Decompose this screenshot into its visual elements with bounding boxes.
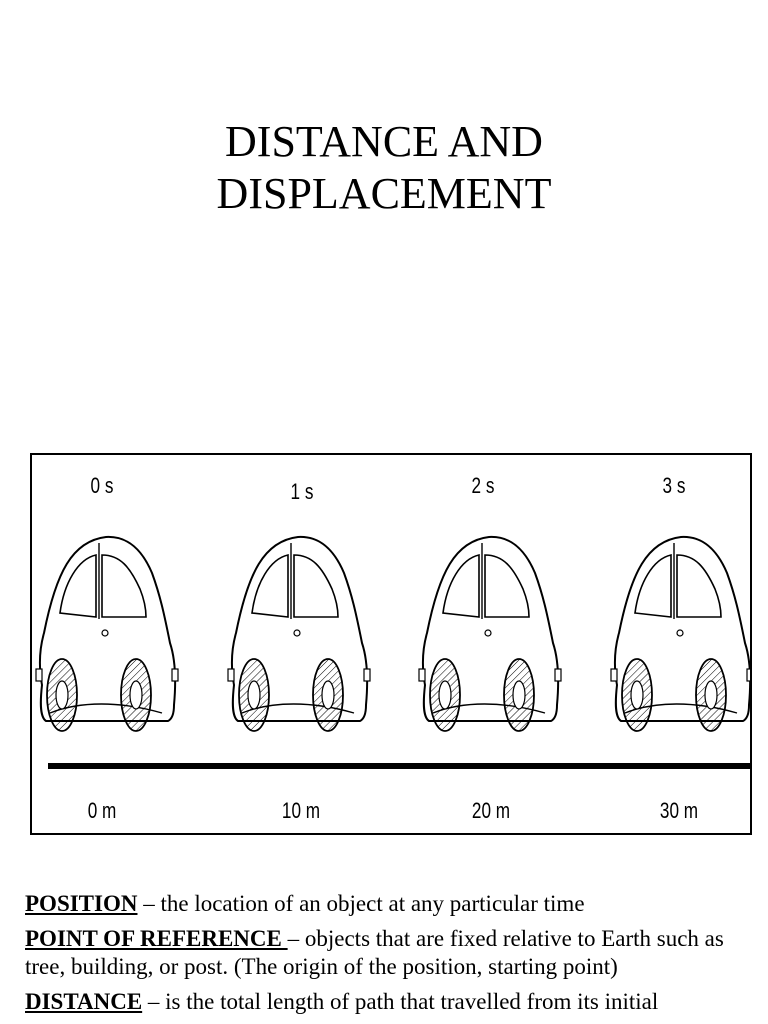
time-label-1: 1 s <box>290 479 314 504</box>
definition-distance: DISTANCE – is the total length of path t… <box>25 988 745 1016</box>
definition-text: the location of an object at any particu… <box>160 891 585 916</box>
distance-label-3: 30 m <box>659 798 699 823</box>
title-line-1: DISTANCE AND <box>225 117 543 166</box>
figure-drawing <box>35 535 750 769</box>
distance-label-0: 0 m <box>87 798 117 823</box>
time-label-3: 3 s <box>662 473 686 498</box>
definition-dash: – <box>137 891 161 916</box>
car-icon-2s <box>418 535 562 732</box>
car-icon-0s <box>35 535 179 732</box>
car-motion-figure: 0 s 1 s 2 s 3 s 0 m 10 m 20 m 30 m <box>30 453 752 835</box>
definition-dash: – <box>287 926 305 951</box>
term-position: POSITION <box>25 891 138 916</box>
car-icon-1s <box>227 535 371 732</box>
definition-point-of-reference: POINT OF REFERENCE – objects that are fi… <box>25 925 745 981</box>
time-label-0: 0 s <box>90 473 114 498</box>
definition-text: is the total length of path that travell… <box>165 989 659 1014</box>
car-icon-3s <box>610 535 750 732</box>
distance-label-1: 10 m <box>281 798 321 823</box>
road-line <box>48 763 750 769</box>
term-distance: DISTANCE <box>25 989 143 1014</box>
page-title: DISTANCE AND DISPLACEMENT <box>0 116 768 220</box>
title-line-2: DISPLACEMENT <box>216 169 552 218</box>
definition-text: objects that are fixed relative to Earth… <box>25 926 724 979</box>
time-label-2: 2 s <box>471 473 495 498</box>
distance-label-2: 20 m <box>471 798 511 823</box>
definition-position: POSITION – the location of an object at … <box>25 890 745 918</box>
term-point-of-reference: POINT OF REFERENCE <box>25 926 288 951</box>
definition-dash: – <box>142 989 166 1014</box>
definitions-list: POSITION – the location of an object at … <box>25 890 745 1023</box>
